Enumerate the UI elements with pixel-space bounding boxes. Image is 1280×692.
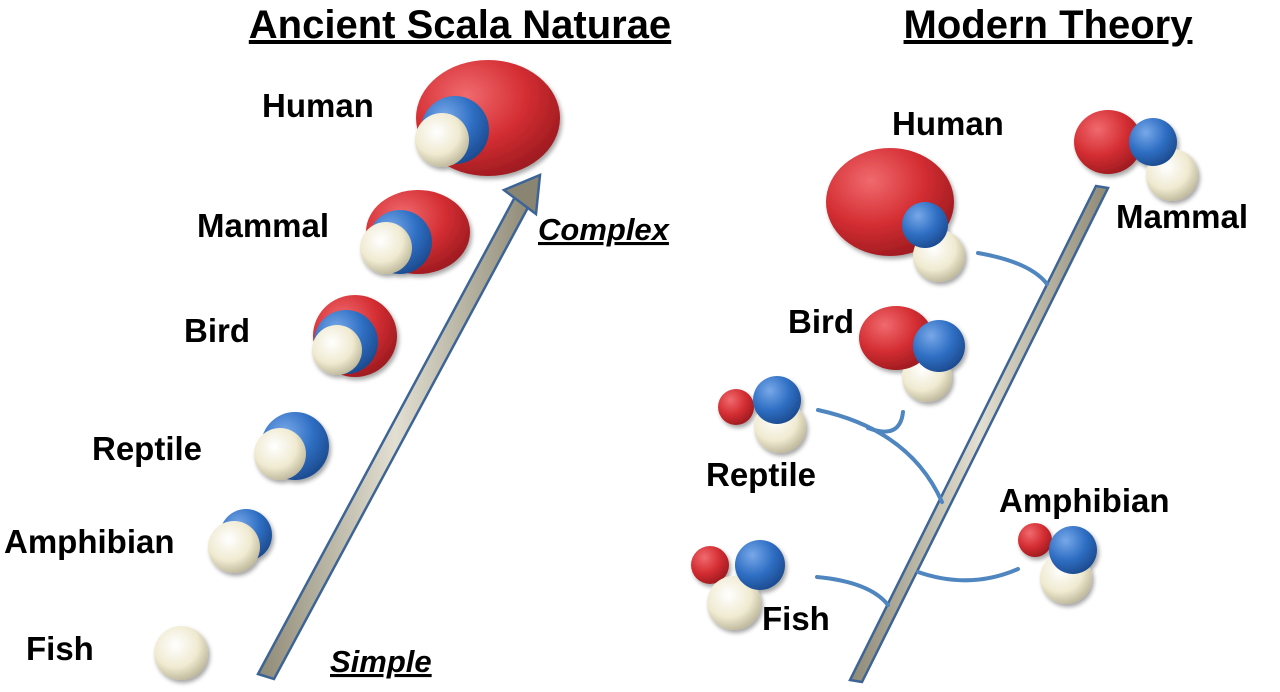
left-human-brain-icon: [415, 60, 560, 176]
right-amphibian-brain-icon: [1018, 523, 1097, 604]
right-reptile-brain-icon: [718, 376, 806, 453]
scale-bottom-label: Simple: [330, 644, 432, 679]
right-label-fish: Fish: [762, 600, 830, 637]
evolution-tree-branches: [815, 251, 1049, 607]
left-reptile-brain-icon: [254, 412, 329, 480]
right-bird-brain-icon: [859, 306, 965, 402]
right-label-human: Human: [892, 105, 1004, 142]
left-label-amphibian: Amphibian: [4, 523, 175, 560]
left-label-bird: Bird: [184, 312, 250, 349]
right-fish-brain-icon: [691, 540, 785, 630]
complexity-arrow: [256, 173, 542, 681]
left-amphibian-brain-icon: [208, 509, 272, 573]
left-mammal-brain-icon: [360, 190, 470, 274]
left-title: Ancient Scala Naturae: [249, 3, 671, 47]
scale-top-label: Complex: [538, 212, 671, 247]
left-label-reptile: Reptile: [92, 430, 202, 467]
right-mammal-brain-icon: [1074, 110, 1198, 201]
right-title: Modern Theory: [904, 3, 1194, 47]
right-label-bird: Bird: [788, 303, 854, 340]
left-fish-brain-icon: [154, 626, 208, 680]
evolution-tree-trunk: [848, 184, 1110, 684]
left-label-fish: Fish: [26, 630, 94, 667]
right-human-brain-icon: [826, 148, 965, 282]
right-label-reptile: Reptile: [706, 456, 816, 493]
left-label-human: Human: [262, 87, 374, 124]
right-label-amphibian: Amphibian: [999, 482, 1170, 519]
left-label-mammal: Mammal: [197, 207, 329, 244]
right-label-mammal: Mammal: [1116, 198, 1248, 235]
left-bird-brain-icon: [312, 295, 397, 377]
